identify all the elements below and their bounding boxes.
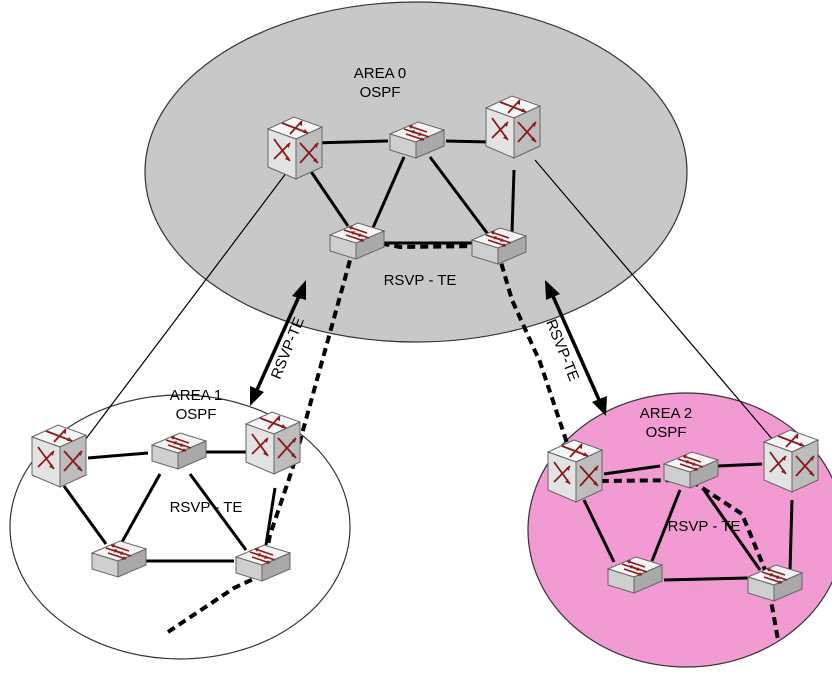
area2-protocol: OSPF — [646, 424, 687, 441]
area1-protocol: OSPF — [176, 406, 217, 423]
area2-router-left — [547, 439, 603, 503]
area2-links — [582, 462, 794, 582]
area1-links — [62, 450, 277, 563]
area0-protocol: OSPF — [360, 84, 401, 101]
inter-area-links — [69, 159, 791, 461]
area2-ellipse — [527, 392, 832, 668]
area0-name: AREA 0 — [354, 65, 407, 82]
area0-router-right — [485, 95, 541, 159]
area2-te-label: RSVP - TE — [668, 518, 741, 535]
rsvp-te-arrow-right — [545, 280, 607, 416]
area1-router-right — [245, 411, 301, 475]
rsvp-te-arrow-left — [250, 280, 306, 406]
area0-ellipse — [144, 1, 688, 343]
area1-te-label: RSVP - TE — [170, 499, 243, 516]
area1-router-left — [31, 424, 87, 488]
area0-router-left — [267, 116, 323, 180]
area2-router-right — [763, 429, 819, 493]
area0-links — [308, 139, 516, 245]
area0-te-label: RSVP - TE — [384, 272, 457, 289]
area1-name: AREA 1 — [170, 387, 223, 404]
area2-name: AREA 2 — [640, 405, 693, 422]
